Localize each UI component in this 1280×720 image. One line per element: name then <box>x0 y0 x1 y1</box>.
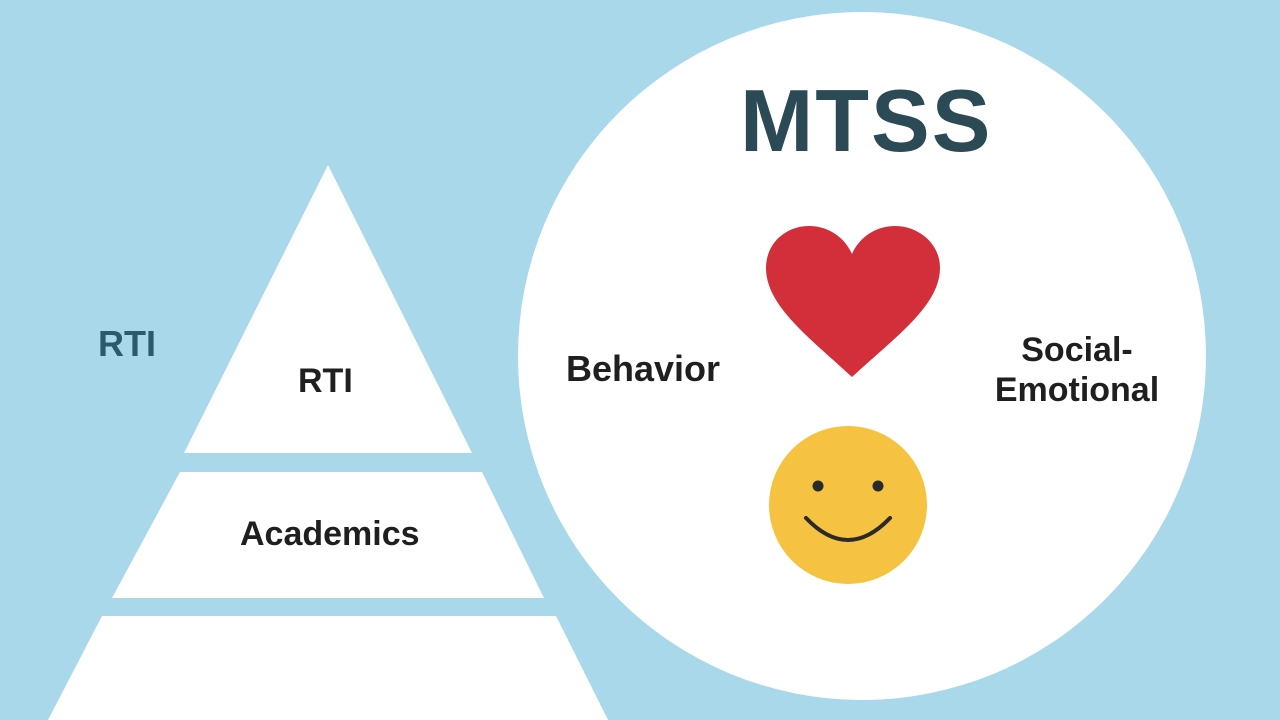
side-label: RTI <box>98 323 156 364</box>
social-emotional-label-line1: Social- <box>1021 331 1133 369</box>
pyramid-tier-top <box>184 165 472 453</box>
mtss-title: MTSS <box>740 71 993 170</box>
pyramid <box>48 165 608 720</box>
pyramid-tier-bottom <box>48 616 608 720</box>
pyramid-tier-middle <box>112 472 544 598</box>
smiley-mouth <box>804 516 892 542</box>
pyramid-tier-middle-label: Academics <box>240 515 420 553</box>
pyramid-tier-top-label: RTI <box>298 362 353 400</box>
heart-icon <box>766 226 940 377</box>
smiley-face-icon <box>769 426 927 584</box>
social-emotional-label-line2: Emotional <box>994 371 1160 409</box>
smiley-left-eye <box>812 480 824 492</box>
behavior-label: Behavior <box>566 348 721 389</box>
social-emotional-label: Social- Emotional <box>992 330 1162 410</box>
smiley-right-eye <box>872 480 884 492</box>
